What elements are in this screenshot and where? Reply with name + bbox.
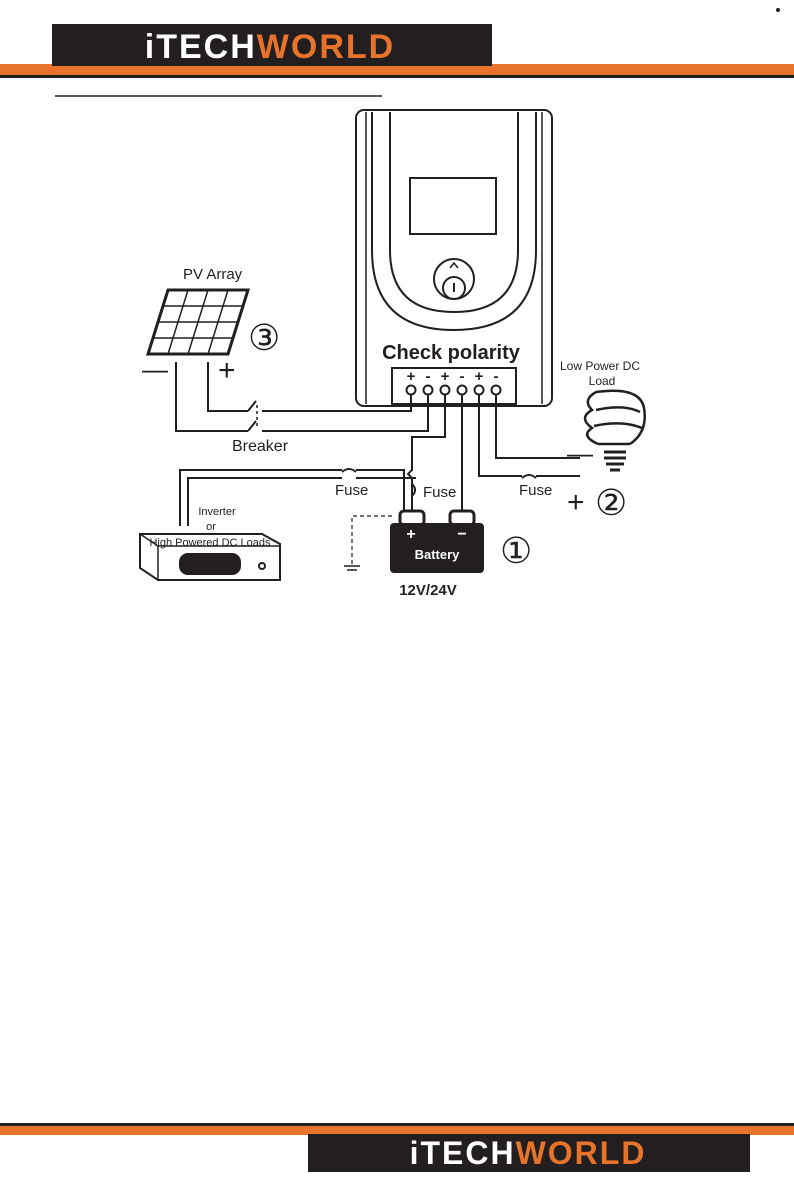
inverter-label-line1: Inverter: [198, 506, 236, 518]
terminal-sign-3: +: [441, 368, 450, 385]
load-minus-sign: —: [567, 438, 593, 468]
header-logo-part2: WORLD: [257, 28, 395, 66]
wire-pv-minus-a: [176, 362, 248, 431]
load-step-marker: ②: [595, 482, 627, 523]
wire-load-plus: [479, 395, 580, 476]
pv-array-label: PV Array: [183, 266, 243, 283]
bulb-spiral-1: [596, 407, 640, 412]
load-plus-sign: +: [567, 486, 585, 519]
breaker-label: Breaker: [232, 438, 289, 455]
terminal-load-plus: [475, 386, 484, 395]
terminal-battery-minus: [458, 386, 467, 395]
ground-wire: [352, 516, 392, 566]
wire-pv-plus-b: [262, 395, 411, 411]
battery-label: Battery: [415, 547, 461, 562]
wire-pv-minus-b: [262, 395, 428, 431]
voltage-label: 12V/24V: [399, 582, 457, 599]
terminal-load-minus: [492, 386, 501, 395]
header-logo-part1: iTECH: [145, 28, 257, 66]
terminal-battery-plus: [441, 386, 450, 395]
fuse-label-battery: Fuse: [423, 484, 456, 501]
inverter-label-line2: or: [206, 521, 216, 533]
check-polarity-label: Check polarity: [382, 342, 521, 364]
inverter-label-line3: High Powered DC Loads: [149, 537, 271, 549]
inverter-vent: [180, 554, 240, 574]
header-dark-line: [0, 75, 794, 78]
terminal-sign-6: -: [494, 368, 499, 385]
wire-inverter-b: [188, 478, 416, 526]
terminal-sign-5: +: [475, 368, 484, 385]
footer-logo: iTECHWORLD: [410, 1135, 647, 1171]
solar-panel-icon: [148, 290, 248, 354]
terminals: [407, 386, 501, 395]
battery-step-marker: ①: [500, 530, 532, 571]
terminal-sign-2: -: [426, 368, 431, 385]
bulb-outline-right: [596, 391, 645, 444]
pv-minus-sign: —: [142, 354, 168, 384]
footer-dark-line: [0, 1123, 794, 1126]
bulb-outline-left: [585, 392, 598, 444]
lcd-screen: [410, 178, 496, 234]
controller-face-outer: [372, 112, 536, 330]
breaker-switch-top: [248, 401, 256, 411]
fuse-load-icon: [522, 475, 536, 478]
bulb-icon: [585, 391, 645, 470]
footer-bar: iTECHWORLD: [0, 1123, 794, 1172]
battery-plus-sign: +: [406, 526, 415, 543]
load-label-line2: Load: [589, 374, 616, 388]
load-label-line1: Low Power DC: [560, 359, 640, 373]
fuse-label-load: Fuse: [519, 482, 552, 499]
terminal-sign-4: -: [460, 368, 465, 385]
footer-logo-part1: iTECH: [410, 1135, 516, 1171]
pv-plus-sign: +: [218, 354, 236, 387]
pv-step-marker: ③: [248, 317, 280, 358]
header-logo: iTECHWORLD: [145, 28, 395, 66]
control-knob-ring: [434, 259, 474, 299]
battery-terminal-plus: [400, 511, 424, 525]
battery-icon: [390, 511, 484, 573]
fuse-label-inverter: Fuse: [335, 482, 368, 499]
battery-terminal-minus: [450, 511, 474, 525]
footer-orange-stripe: [0, 1126, 794, 1135]
up-arrow-icon: [450, 263, 458, 268]
terminal-pv-plus: [407, 386, 416, 395]
breaker-switch-bottom: [248, 421, 256, 431]
footer-logo-part2: WORLD: [516, 1135, 647, 1171]
terminal-sign-1: +: [407, 368, 416, 385]
terminal-pv-minus: [424, 386, 433, 395]
battery-minus-sign: −: [457, 526, 466, 543]
corner-mark: [776, 8, 780, 12]
inverter-power-button: [259, 563, 265, 569]
bulb-spiral-2: [594, 423, 642, 428]
fuse-inverter-icon: [342, 469, 356, 472]
header-bar: iTECHWORLD: [0, 8, 794, 78]
